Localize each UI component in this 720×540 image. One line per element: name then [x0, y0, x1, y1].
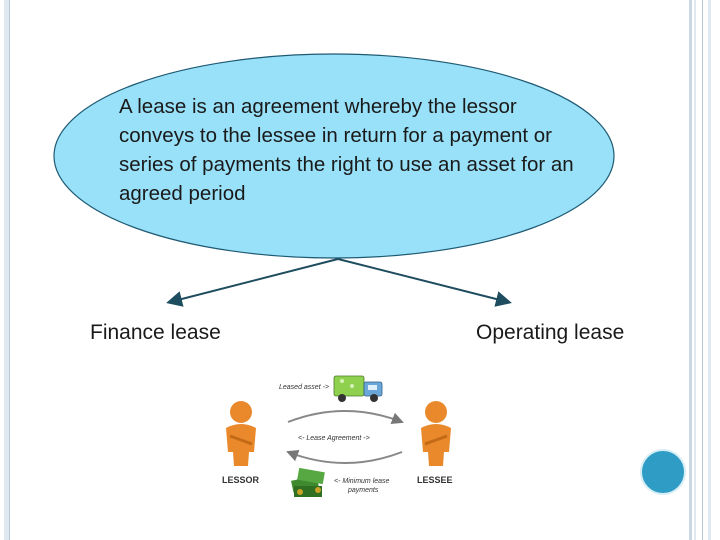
agreement-arc-bottom — [286, 449, 403, 464]
lessor-person-icon — [226, 401, 256, 466]
money-icon — [291, 467, 325, 497]
arrow-operating-lease — [337, 258, 512, 307]
lease-agreement-label: <- Lease Agreement -> — [298, 435, 370, 442]
slide-border-right — [694, 0, 696, 540]
truck-icon — [333, 375, 383, 402]
accent-circle — [640, 449, 686, 495]
minimum-payments-label-2: payments — [347, 487, 379, 494]
lessee-person-icon — [421, 401, 451, 466]
leased-asset-label: Leased asset -> — [279, 384, 329, 391]
agreement-arc-top — [287, 410, 404, 425]
definition-ellipse — [53, 53, 615, 259]
operating-lease-label: Operating lease — [476, 321, 625, 344]
slide-border-right — [708, 0, 711, 540]
lessee-label: LESSEE — [417, 475, 453, 485]
finance-lease-label: Finance lease — [90, 321, 221, 344]
lease-definition: A lease is an agreement whereby the less… — [119, 95, 574, 205]
slide-border-left-line — [9, 0, 10, 540]
slide-border-left — [4, 0, 10, 540]
slide-border-right — [689, 0, 692, 540]
slide-border-right-line — [702, 0, 703, 540]
minimum-payments-label: <- Minimum lease — [334, 478, 390, 485]
arrow-finance-lease — [166, 258, 339, 307]
lessor-label: LESSOR — [222, 475, 260, 485]
lease-illustration: LESSOR LESSEE Leased asset -> <- Lease A… — [222, 375, 453, 497]
